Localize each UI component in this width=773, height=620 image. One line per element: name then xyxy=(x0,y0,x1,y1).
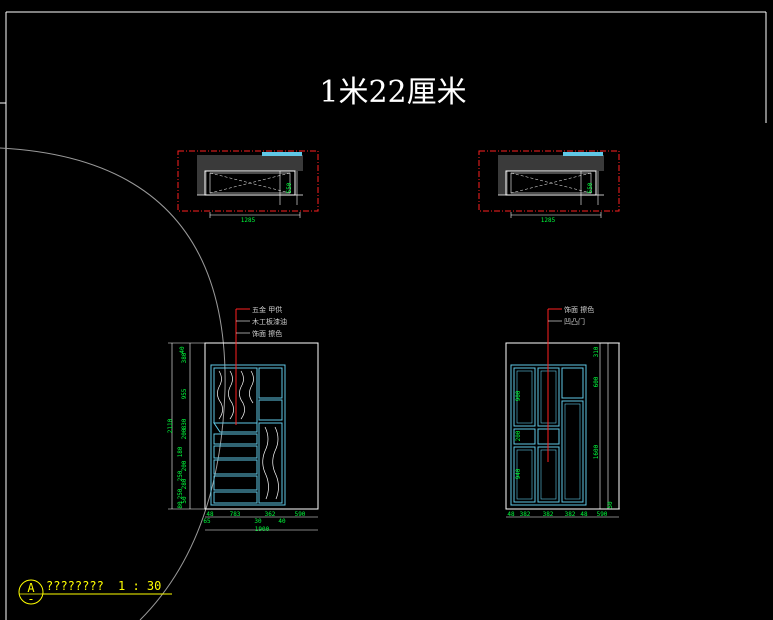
elev-right-hdim-4: 382 xyxy=(565,511,576,518)
elev-right-hdim-3: 382 xyxy=(543,511,554,518)
elev-right-vdim-2: 200 xyxy=(515,430,522,441)
elev-left-hdim-1: 48 xyxy=(206,511,214,518)
elev-left-vdim-2: 380 xyxy=(181,352,188,363)
stamp-text: ???????? xyxy=(46,579,104,593)
elev-left-total-height: 2110 xyxy=(167,418,174,433)
plan-right: 1285 550 xyxy=(478,150,620,224)
plan-right-width: 1285 xyxy=(541,217,556,224)
elevation-right: 饰面 擦色 凹凸门 900 200 940 310 600 1600 50 48… xyxy=(505,305,620,518)
elev-left-total-width: 1900 xyxy=(255,526,270,533)
elev-left-vdim-3: 955 xyxy=(181,388,188,399)
elev-left-vdim-10: 250 xyxy=(177,488,184,499)
large-arc xyxy=(0,147,226,620)
elev-left-hdim2-1: 65 xyxy=(203,518,211,525)
elev-left-vdim-6: 180 xyxy=(177,446,184,457)
elev-left-vdim-12: 80 xyxy=(177,501,184,509)
drawing-frame xyxy=(0,11,767,620)
drawing-title: 1米22厘米 xyxy=(319,75,466,110)
elev-left-note-1: 五金 甲供 xyxy=(252,305,282,314)
elev-right-hdim-5: 48 xyxy=(580,511,588,518)
plan-right-depth: 550 xyxy=(587,182,594,193)
elev-right-note-1: 饰面 擦色 xyxy=(564,305,594,314)
elev-right-rdim-1: 310 xyxy=(593,346,600,357)
elev-right-rdim-4: 50 xyxy=(607,501,614,509)
elev-left-vdim-7: 200 xyxy=(181,460,188,471)
elev-right-vdim-1: 900 xyxy=(515,390,522,401)
elev-left-hdim-3: 362 xyxy=(265,511,276,518)
elev-left-hdim2-3: 40 xyxy=(278,518,286,525)
elev-right-vdim-3: 940 xyxy=(515,468,522,479)
elev-left-hdim-2: 783 xyxy=(230,511,241,518)
elev-left-vdim-8: 250 xyxy=(177,470,184,481)
elev-left-vdim-11: 50 xyxy=(181,496,188,504)
elev-left-note-2: 木工板漆油 xyxy=(252,317,287,326)
elev-left-vdim-1: 40 xyxy=(179,346,186,354)
plan-left-width: 1285 xyxy=(241,217,256,224)
plan-left-depth: 550 xyxy=(286,182,293,193)
elev-left-hdim-4: 590 xyxy=(295,511,306,518)
plan-left: 1285 550 xyxy=(177,150,319,224)
title-stamp: A - ???????? 1 : 30 xyxy=(18,579,172,606)
elev-left-note-3: 饰面 擦色 xyxy=(252,329,282,338)
elev-right-hdim-6: 590 xyxy=(597,511,608,518)
elev-right-note-2: 凹凸门 xyxy=(564,317,585,326)
elev-right-rdim-3: 1600 xyxy=(593,444,600,459)
stamp-letter: A xyxy=(27,581,35,595)
elev-left-hdim2-2: 30 xyxy=(254,518,262,525)
elev-right-rdim-2: 600 xyxy=(593,376,600,387)
elev-right-hdim-2: 382 xyxy=(520,511,531,518)
stamp-scale: 1 : 30 xyxy=(118,579,161,593)
elevation-left: 五金 甲供 木工板漆油 饰面 擦色 2110 40 380 955 830 20… xyxy=(167,305,319,533)
elev-right-hdim-1: 48 xyxy=(507,511,515,518)
elev-left-vdim-5: 200 xyxy=(181,428,188,439)
stamp-sub: - xyxy=(27,592,34,606)
elev-left-vdim-4: 830 xyxy=(181,418,188,429)
elev-left-vdim-9: 280 xyxy=(181,478,188,489)
